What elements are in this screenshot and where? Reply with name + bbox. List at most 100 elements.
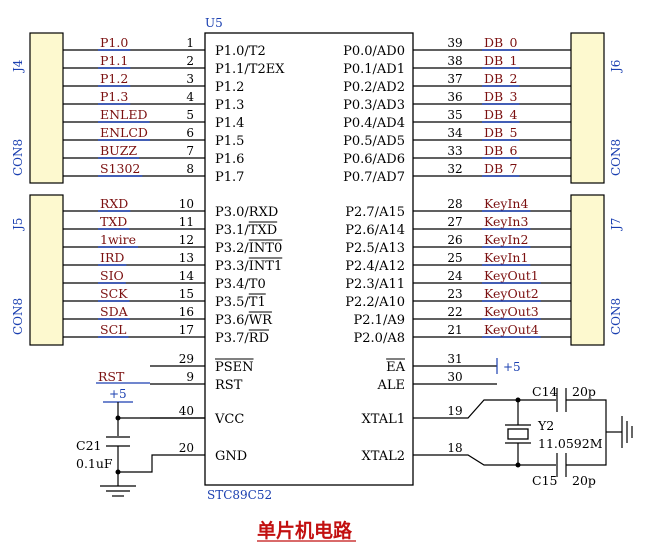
connector-j6-body — [570, 32, 605, 184]
connector-j6-ref: J6 — [609, 60, 623, 74]
left-net-label: IRD — [100, 250, 124, 265]
left-net-label: ENLED — [100, 107, 148, 122]
right-pin-name: P0.3/AD3 — [343, 98, 405, 113]
connector-j6-type: CON8 — [609, 139, 623, 176]
left-pin-number: 12 — [179, 233, 194, 247]
left-net-label: SIO — [100, 268, 124, 283]
right-pin-number: 21 — [447, 323, 462, 337]
right-net-label: DB_2 — [484, 71, 517, 86]
left-pin-number: 8 — [186, 162, 194, 176]
right-net-label: DB_3 — [484, 89, 517, 104]
left-pin-name: P3.4/T0 — [215, 277, 266, 292]
left-net-label: TXD — [100, 214, 127, 229]
right-pin-name: P2.5/A13 — [345, 241, 405, 256]
crystal-network: Y2 11.0592M C14 20p C15 20p — [413, 384, 633, 488]
connector-j5-type: CON8 — [11, 298, 25, 335]
right-pin-number: 30 — [447, 370, 462, 384]
right-pin-name: P0.0/AD0 — [343, 44, 405, 59]
left-pin-7: 7P1.6BUZZ7 — [42, 143, 244, 167]
right-pin-name: XTAL1 — [361, 412, 405, 427]
right-pin-number: 32 — [447, 162, 462, 176]
right-pin-number: 27 — [447, 215, 462, 229]
rst-net-label: RST — [98, 369, 125, 384]
c15-value: 20p — [572, 473, 596, 488]
left-pin-name: P1.1/T2EX — [215, 62, 285, 77]
left-pin-name: P3.7/RD — [215, 331, 269, 346]
right-net-label: DB_7 — [484, 161, 517, 176]
left-pin-number: 40 — [179, 404, 194, 418]
right-pin-name: P0.7/AD7 — [343, 170, 405, 185]
mcu-chip-body — [204, 32, 414, 486]
vcc-decoupling: +5 C21 0.1uF — [76, 387, 205, 497]
left-net-label: P1.0 — [100, 35, 128, 50]
left-net-label: SCL — [100, 322, 126, 337]
crystal-ground-wire — [566, 399, 607, 466]
chip-ref: U5 — [205, 16, 223, 30]
right-pin-number: 35 — [447, 108, 462, 122]
right-net-label: DB_5 — [484, 125, 517, 140]
right-pin-number: 34 — [447, 126, 463, 140]
left-pin-number: 16 — [179, 305, 194, 319]
right-pin-number: 28 — [447, 197, 462, 211]
right-pin-number: 31 — [447, 352, 462, 366]
right-net-label: DB_4 — [484, 107, 517, 122]
right-pin-name: P0.4/AD4 — [343, 116, 405, 131]
left-pin-3: 3P1.2P1.23 — [42, 71, 244, 95]
left-pin-name: PSEN — [215, 360, 254, 375]
left-net-label: P1.1 — [100, 53, 128, 68]
left-net-label: 1wire — [100, 232, 136, 247]
left-pin-number: 5 — [186, 108, 194, 122]
right-net-label: KeyOut1 — [484, 268, 539, 283]
left-pin-name: P1.5 — [215, 134, 244, 149]
left-pin-number: 15 — [179, 287, 194, 301]
left-pin-number: 11 — [179, 215, 194, 229]
right-pin-name: P0.6/AD6 — [343, 152, 405, 167]
c21-value: 0.1uF — [76, 456, 113, 471]
left-net-label: P1.3 — [100, 89, 128, 104]
connector-j7-type: CON8 — [609, 298, 623, 335]
right-net-label: KeyIn2 — [484, 232, 528, 247]
connector-j4-type: CON8 — [11, 139, 25, 176]
right-pin-number: 39 — [447, 36, 462, 50]
right-net-label: DB_1 — [484, 53, 517, 68]
c21-ref: C21 — [76, 438, 101, 453]
connector-j4-ref: J4 — [11, 59, 25, 74]
connector-j4-body — [29, 32, 64, 184]
right-net-label: KeyOut3 — [484, 304, 539, 319]
ground-symbol-left — [100, 485, 136, 497]
connector-j7-body — [570, 194, 605, 346]
connector-j4: J4 CON8 — [11, 32, 64, 184]
connector-j5-ref: J5 — [11, 218, 25, 232]
left-pin-number: 6 — [186, 126, 194, 140]
right-pin-number: 36 — [447, 90, 462, 104]
left-pin-name: P1.4 — [215, 116, 244, 131]
left-pin-name: VCC — [214, 412, 244, 427]
left-pin-number: 29 — [179, 352, 194, 366]
ea-supply-label: +5 — [503, 360, 521, 374]
left-pin-name: RST — [215, 378, 243, 393]
right-pin-number: 26 — [447, 233, 462, 247]
right-pin-name: P2.6/A14 — [345, 223, 405, 238]
diagram-title: 单片机电路 — [257, 519, 353, 542]
left-pin-number: 20 — [179, 441, 194, 455]
right-pin-number: 18 — [447, 441, 462, 455]
left-pin-5: 5P1.4ENLED5 — [42, 107, 244, 131]
right-net-label: DB_0 — [484, 35, 517, 50]
left-pin-name: P3.6/WR — [215, 313, 273, 328]
left-net-label: S1302 — [100, 161, 140, 176]
right-net-label: DB_6 — [484, 143, 517, 158]
right-pin-name: XTAL2 — [361, 449, 405, 464]
